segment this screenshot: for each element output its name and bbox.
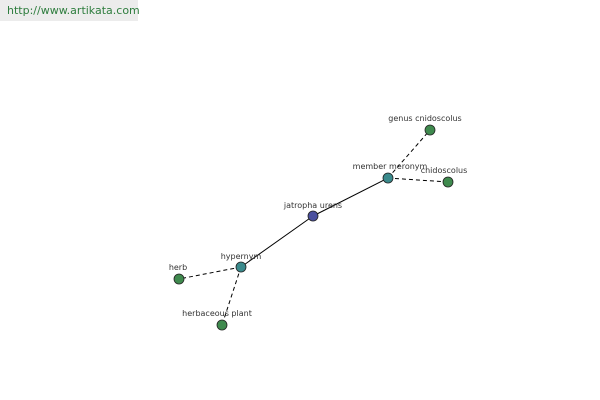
node-hypernym[interactable] bbox=[235, 261, 247, 273]
label-herb: herb bbox=[169, 263, 187, 272]
nodes bbox=[173, 124, 454, 331]
edge-hypernym-herbaceous-plant bbox=[221, 266, 242, 326]
node-jatropha-urens[interactable] bbox=[307, 210, 319, 222]
label-herbaceous-plant: herbaceous plant bbox=[182, 309, 252, 318]
edge-member-meronym-genus-cnidoscolus bbox=[387, 129, 431, 179]
edges bbox=[178, 129, 449, 326]
label-cnidoscolus: cnidoscolus bbox=[421, 166, 468, 175]
node-genus-cnidoscolus[interactable] bbox=[424, 124, 436, 136]
edge-hypernym-herb bbox=[178, 266, 242, 280]
node-member-meronym[interactable] bbox=[382, 172, 394, 184]
watermark-bar: http://www.artikata.com bbox=[0, 0, 140, 21]
labels: jatropha urens hypernym member meronym h… bbox=[169, 114, 467, 318]
edge-center-hypernym bbox=[240, 215, 314, 268]
edge-center-member-meronym bbox=[312, 177, 389, 217]
label-genus-cnidoscolus: genus cnidoscolus bbox=[388, 114, 461, 123]
node-herbaceous-plant[interactable] bbox=[216, 319, 228, 331]
label-member-meronym: member meronym bbox=[353, 162, 428, 171]
label-jatropha-urens: jatropha urens bbox=[283, 201, 342, 210]
node-herb[interactable] bbox=[173, 273, 185, 285]
watermark-url[interactable]: http://www.artikata.com bbox=[7, 4, 140, 17]
label-hypernym: hypernym bbox=[221, 252, 262, 261]
edge-member-meronym-cnidoscolus bbox=[387, 177, 449, 183]
node-cnidoscolus[interactable] bbox=[442, 176, 454, 188]
